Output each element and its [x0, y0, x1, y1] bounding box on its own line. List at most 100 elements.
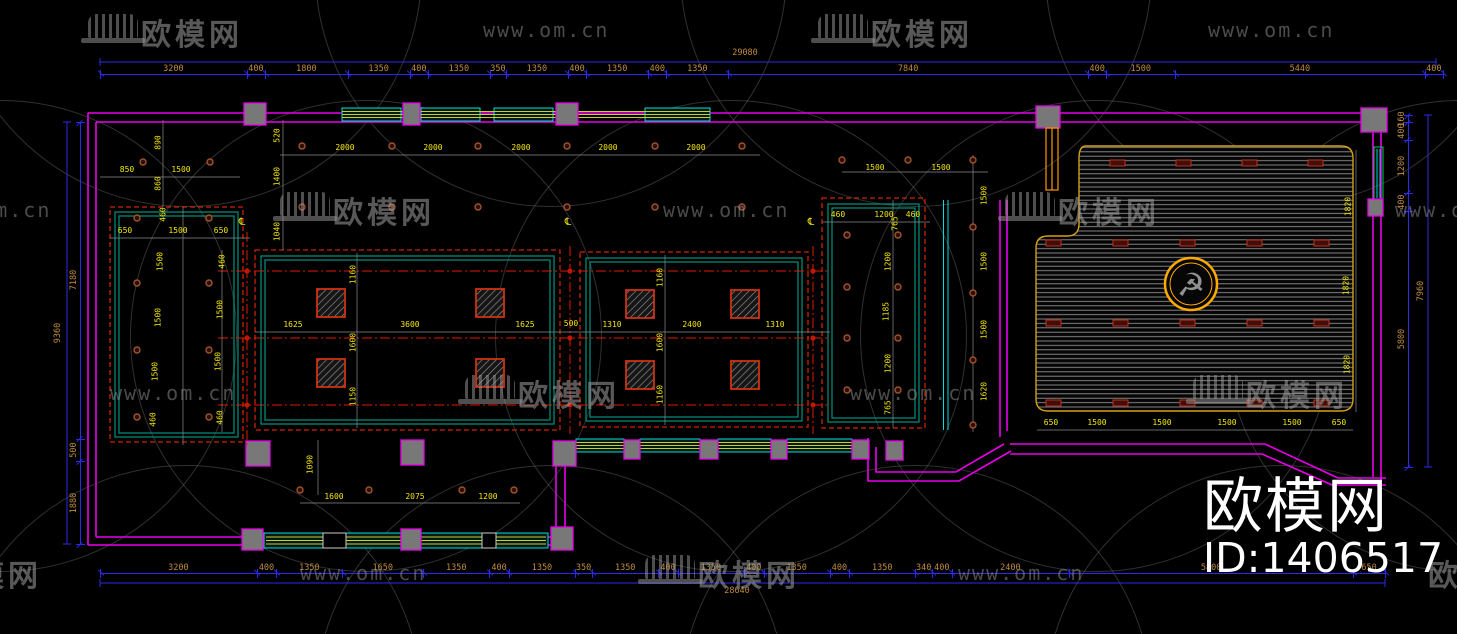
- site-overlay-watermark: 欧模网 ID:1406517: [1203, 476, 1444, 583]
- ceiling-fixture-icon: [1313, 399, 1330, 407]
- downlight-icon: [133, 279, 141, 287]
- ceiling-fixture-icon: [1179, 319, 1196, 327]
- party-emblem: ☭: [1163, 256, 1219, 312]
- downlight-icon: [894, 386, 902, 394]
- downlight-icon: [133, 214, 141, 222]
- downlight-icon: [843, 386, 851, 394]
- ceiling-fixture-icon: [1112, 399, 1129, 407]
- slat-ceiling-room: ☭: [1035, 145, 1354, 412]
- downlight-icon: [510, 486, 518, 494]
- downlight-icon: [205, 279, 213, 287]
- grid-dot: [810, 335, 816, 341]
- site-url-watermark: www.om.cn: [1395, 198, 1457, 222]
- ceiling-fixture-icon: [1246, 319, 1263, 327]
- sofa-watermark-icon: [638, 555, 702, 584]
- downlight-icon: [904, 156, 912, 164]
- downlight-icon: [838, 156, 846, 164]
- grid-dot: [244, 402, 250, 408]
- sofa-watermark-icon: [273, 192, 337, 221]
- brand-watermark: 欧模网: [1058, 196, 1160, 231]
- downlight-icon: [206, 158, 214, 166]
- downlight-icon: [133, 346, 141, 354]
- downlight-icon: [843, 334, 851, 342]
- sofa-watermark-icon: [81, 14, 145, 43]
- downlight-icon: [894, 231, 902, 239]
- downlight-icon: [843, 231, 851, 239]
- downlight-icon: [205, 214, 213, 222]
- site-url-watermark: www.om.cn: [300, 561, 427, 585]
- downlight-icon: [969, 289, 977, 297]
- brand-watermark: 欧模网: [1246, 379, 1348, 414]
- downlight-icon: [388, 142, 396, 150]
- ceiling-fixture-icon: [1175, 159, 1192, 167]
- downlight-icon: [563, 203, 571, 211]
- side-window: [943, 200, 949, 430]
- downlight-icon: [296, 486, 304, 494]
- brand-watermark: 欧模网: [698, 559, 800, 594]
- downlight-icon: [738, 142, 746, 150]
- centerline-dots: [244, 268, 816, 408]
- ceiling-fixture-icon: [1112, 319, 1129, 327]
- ceiling-fixture-icon: [1045, 399, 1062, 407]
- downlight-icon: [651, 142, 659, 150]
- downlight-icon: [205, 346, 213, 354]
- downlight-icon: [563, 142, 571, 150]
- brand-watermark: 欧模网: [333, 196, 435, 231]
- downlight-icon: [474, 142, 482, 150]
- sofa-watermark-icon: [1186, 375, 1250, 404]
- site-url-watermark: www.om.cn: [663, 198, 790, 222]
- total-dim-lines: [63, 58, 1437, 587]
- downlight-icon: [474, 203, 482, 211]
- downlight-icon: [388, 203, 396, 211]
- door-gap: [322, 532, 347, 549]
- site-url-watermark: www.om.cn: [1208, 18, 1335, 42]
- downlight-icon: [894, 334, 902, 342]
- downlight-icon: [738, 203, 746, 211]
- ceiling-fixture-icon: [1313, 239, 1330, 247]
- ceiling-fixture-icon: [1045, 239, 1062, 247]
- ceiling-fixture-icon: [1246, 239, 1263, 247]
- downlight-icon: [843, 283, 851, 291]
- downlight-icon: [298, 142, 306, 150]
- grid-dot: [244, 335, 250, 341]
- brand-watermark: 欧模网: [1428, 559, 1457, 594]
- downlight-icon: [894, 283, 902, 291]
- downlight-icon: [133, 413, 141, 421]
- ceiling-fixture-icon: [1307, 159, 1324, 167]
- brand-watermark: 欧模网: [518, 379, 620, 414]
- ceiling-fixture-icon: [1241, 159, 1258, 167]
- grid-dot: [567, 268, 573, 274]
- centerline-grid: [218, 232, 830, 448]
- ceiling-fixture-icon: [1045, 319, 1062, 327]
- downlight-icon: [969, 421, 977, 429]
- downlight-icon: [139, 158, 147, 166]
- downlight-icon: [205, 413, 213, 421]
- room-teal-coves: [114, 203, 920, 438]
- party-emblem-symbol: ☭: [1177, 266, 1206, 304]
- ceiling-fixture-icon: [1179, 239, 1196, 247]
- grid-dot: [244, 268, 250, 274]
- grid-dot: [567, 335, 573, 341]
- site-url-watermark: www.om.cn: [0, 198, 52, 222]
- downlight-icon: [651, 203, 659, 211]
- sofa-watermark-icon: [998, 192, 1062, 221]
- downlight-icon: [969, 223, 977, 231]
- downlight-icon: [969, 156, 977, 164]
- grid-dot: [567, 402, 573, 408]
- overlay-id: ID:1406517: [1203, 534, 1444, 583]
- site-url-watermark: www.om.cn: [850, 381, 977, 405]
- ceiling-fixture-icon: [1313, 319, 1330, 327]
- grid-dot: [810, 268, 816, 274]
- door-gap: [481, 532, 497, 549]
- ceiling-fixture-icon: [1109, 159, 1126, 167]
- brand-watermark: 欧模网: [0, 559, 42, 594]
- room-dashed-borders: [109, 197, 926, 443]
- downlight-icon: [458, 486, 466, 494]
- site-url-watermark: www.om.cn: [483, 18, 610, 42]
- brand-watermark: 欧模网: [871, 18, 973, 53]
- downlights: [133, 142, 977, 494]
- downlight-icon: [365, 486, 373, 494]
- columns: [241, 102, 1388, 551]
